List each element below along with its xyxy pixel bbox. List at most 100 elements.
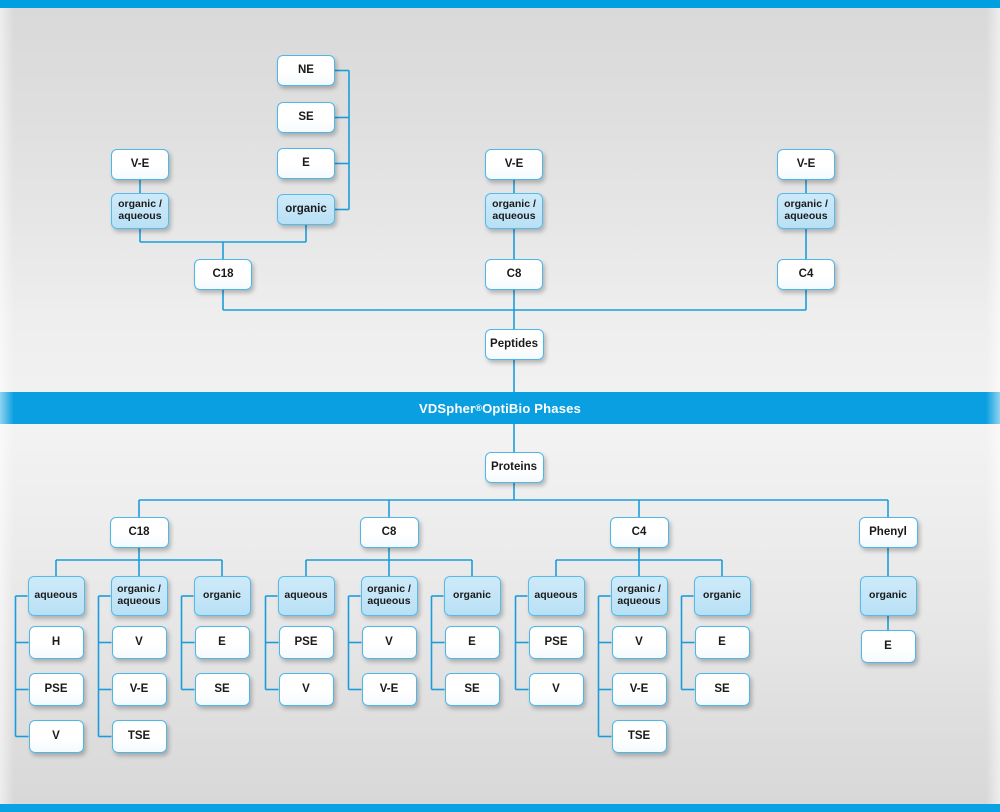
node-proteins-c18-cat-organic-aqueous: organic / aqueous <box>110 576 168 616</box>
node-label: V-E <box>504 158 524 171</box>
node-label: organic <box>453 589 491 602</box>
node-label: C4 <box>631 526 647 539</box>
node-proteins-c4-organic-aqueous-leaf-v-e: V-E <box>611 673 667 706</box>
node-proteins-base-c8: C8 <box>359 517 419 548</box>
node-proteins-c18-organic-leaf-se: SE <box>194 673 250 706</box>
node-peptides-c18-e: E <box>277 148 335 179</box>
node-label: organic <box>203 589 241 602</box>
node-peptides-c18-ne: NE <box>277 55 335 86</box>
lower-background <box>0 424 1000 804</box>
node-proteins-base-c18: C18 <box>109 517 169 548</box>
node-proteins-c4-organic-leaf-se: SE <box>694 673 750 706</box>
node-label: V <box>135 636 143 649</box>
node-proteins-c18-cat-organic: organic <box>193 576 251 616</box>
node-proteins-c8-organic-aqueous-leaf-v-e: V-E <box>361 673 417 706</box>
node-label: V-E <box>629 683 649 696</box>
node-label: V-E <box>796 158 816 171</box>
node-label: organic <box>285 203 327 216</box>
node-label: C18 <box>212 268 234 281</box>
node-peptides-base-c4: C4 <box>777 259 835 290</box>
node-label: aqueous <box>284 589 328 602</box>
node-proteins-phenyl-cat-organic: organic <box>859 576 917 616</box>
node-peptides-base-c18: C18 <box>194 259 252 290</box>
node-proteins-c4-aqueous-leaf-pse: PSE <box>528 626 584 659</box>
node-proteins-base-c4: C4 <box>609 517 669 548</box>
node-label: V <box>552 683 560 696</box>
node-label: Proteins <box>490 461 537 474</box>
node-proteins-c18-organic-aqueous-leaf-v: V <box>111 626 167 659</box>
node-label: E <box>468 636 476 649</box>
node-label: PSE <box>44 683 68 696</box>
node-label: organic <box>869 589 907 602</box>
banner-title-main: VDSpher <box>418 400 476 416</box>
node-proteins-c8-aqueous-leaf-v: V <box>278 673 334 706</box>
node-proteins-c18-aqueous-leaf-v: V <box>28 720 84 753</box>
node-peptides-c18-se: SE <box>277 102 335 133</box>
node-proteins-c4-cat-aqueous: aqueous <box>527 576 585 616</box>
center-banner-background <box>0 392 1000 424</box>
banner-title: VDSpher® OptiBio Phases <box>0 392 1000 424</box>
node-label: organic / aqueous <box>117 583 161 607</box>
node-proteins-c18-organic-aqueous-leaf-v-e: V-E <box>111 673 167 706</box>
node-proteins-c18-aqueous-leaf-h: H <box>28 626 84 659</box>
node-peptides-c18-organic: organic <box>277 194 335 225</box>
node-proteins-c4-cat-organic-aqueous: organic / aqueous <box>610 576 668 616</box>
node-proteins-c4-organic-leaf-e: E <box>694 626 750 659</box>
node-root-proteins: Proteins <box>484 452 544 483</box>
node-label: Peptides <box>490 338 538 351</box>
registered-mark-icon: ® <box>475 403 483 413</box>
node-proteins-c18-aqueous-leaf-pse: PSE <box>28 673 84 706</box>
node-label: SE <box>298 111 314 124</box>
node-label: SE <box>214 683 230 696</box>
node-proteins-c18-organic-aqueous-leaf-tse: TSE <box>111 720 167 753</box>
node-label: V <box>635 636 643 649</box>
node-label: TSE <box>627 730 651 743</box>
node-proteins-phenyl-leaf-e: E <box>860 630 916 663</box>
node-proteins-c8-cat-organic-aqueous: organic / aqueous <box>360 576 418 616</box>
node-proteins-c4-cat-organic: organic <box>693 576 751 616</box>
node-label: V-E <box>379 683 399 696</box>
node-proteins-c8-cat-organic: organic <box>443 576 501 616</box>
node-label: organic / aqueous <box>784 198 828 222</box>
node-label: C18 <box>128 526 150 539</box>
node-label: E <box>218 636 226 649</box>
node-label: V-E <box>129 683 149 696</box>
node-proteins-base-phenyl: Phenyl <box>858 517 918 548</box>
node-peptides-c18-ve: V-E <box>111 149 169 180</box>
node-label: organic / aqueous <box>617 583 661 607</box>
node-label: NE <box>298 64 314 77</box>
node-label: Phenyl <box>869 526 907 539</box>
node-label: SE <box>714 683 730 696</box>
node-label: organic <box>703 589 741 602</box>
node-label: E <box>884 640 892 653</box>
node-label: V <box>52 730 60 743</box>
node-label: E <box>718 636 726 649</box>
node-proteins-c8-organic-aqueous-leaf-v: V <box>361 626 417 659</box>
node-label: TSE <box>127 730 151 743</box>
node-proteins-c4-organic-aqueous-leaf-v: V <box>611 626 667 659</box>
node-peptides-c4-ve: V-E <box>777 149 835 180</box>
node-peptides-c8-ve: V-E <box>485 149 543 180</box>
node-proteins-c8-organic-leaf-se: SE <box>444 673 500 706</box>
node-label: PSE <box>294 636 318 649</box>
node-label: organic / aqueous <box>118 198 162 222</box>
bottom-accent-rule <box>0 804 1000 812</box>
node-label: organic / aqueous <box>367 583 411 607</box>
node-label: C8 <box>506 268 522 281</box>
node-label: C8 <box>381 526 397 539</box>
node-root-peptides: Peptides <box>484 329 544 360</box>
node-label: H <box>51 636 61 649</box>
node-proteins-c8-cat-aqueous: aqueous <box>277 576 335 616</box>
node-proteins-c18-cat-aqueous: aqueous <box>27 576 85 616</box>
node-label: V-E <box>130 158 150 171</box>
node-proteins-c8-aqueous-leaf-pse: PSE <box>278 626 334 659</box>
node-label: V <box>385 636 393 649</box>
node-label: aqueous <box>534 589 578 602</box>
node-peptides-c4-organic-aqueous: organic / aqueous <box>777 193 835 229</box>
node-label: E <box>302 157 310 170</box>
node-label: aqueous <box>34 589 78 602</box>
node-proteins-c8-organic-leaf-e: E <box>444 626 500 659</box>
top-accent-rule <box>0 0 1000 8</box>
node-label: C4 <box>798 268 814 281</box>
banner-title-tail: OptiBio Phases <box>482 400 582 416</box>
